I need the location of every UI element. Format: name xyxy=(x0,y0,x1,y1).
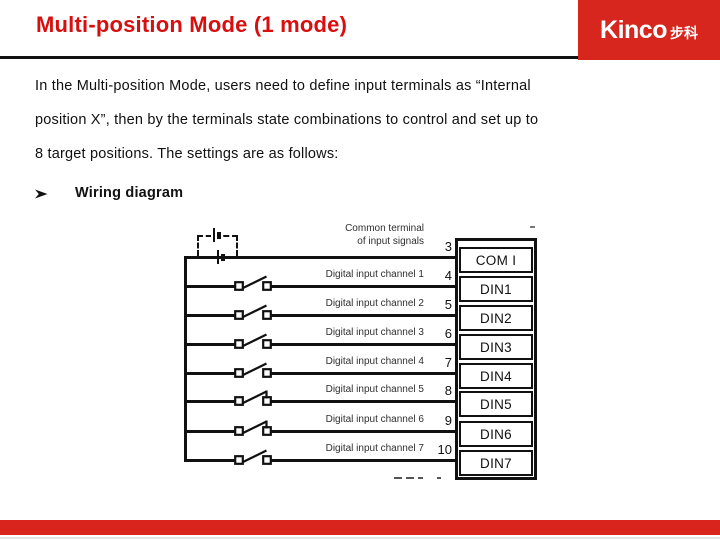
body-line: 8 target positions. The settings are as … xyxy=(35,146,339,162)
arrowhead-bullet-icon xyxy=(35,189,48,199)
switch-icon xyxy=(234,362,272,378)
common-terminal-line2: of input signals xyxy=(357,235,424,247)
body-paragraph: In the Multi-position Mode, users need t… xyxy=(35,69,675,171)
page-title: Multi-position Mode (1 mode) xyxy=(36,12,348,37)
body-line: position X”, then by the terminals state… xyxy=(35,112,539,128)
channel-label: Digital input channel 5 xyxy=(325,384,424,395)
header-divider xyxy=(0,56,720,59)
terminal-box: DIN2 xyxy=(459,305,533,331)
wire-line xyxy=(184,400,455,403)
common-terminal-line1: Common terminal xyxy=(345,223,424,234)
terminal-box: DIN6 xyxy=(459,421,533,447)
channel-label: Digital input channel 2 xyxy=(325,298,424,309)
pin-number: 8 xyxy=(444,383,452,398)
brand-name: Kinco xyxy=(600,15,667,44)
cropped-text-artifact xyxy=(418,477,423,479)
wire-line xyxy=(184,285,455,288)
wire-line xyxy=(184,430,455,433)
wire-line xyxy=(184,459,455,462)
terminal-box: DIN3 xyxy=(459,334,533,360)
wire-line xyxy=(184,343,455,346)
wiring-diagram: Common terminal of input signals 3 COM I… xyxy=(178,222,542,484)
body-line: In the Multi-position Mode, users need t… xyxy=(35,78,531,94)
switch-icon xyxy=(234,449,272,465)
terminal-box: DIN5 xyxy=(459,391,533,417)
terminal-box: DIN4 xyxy=(459,363,533,389)
terminal-box: DIN1 xyxy=(459,276,533,302)
bottom-hairline xyxy=(0,537,720,539)
channel-label: Digital input channel 3 xyxy=(325,327,424,338)
cropped-text-artifact xyxy=(406,477,414,479)
pin-number: 3 xyxy=(444,239,452,254)
pin-number: 10 xyxy=(437,442,452,457)
bullet-label: Wiring diagram xyxy=(75,185,184,201)
bullet-row: Wiring diagram xyxy=(35,185,183,201)
kinco-logo-text: Kinco 步科 xyxy=(600,16,698,45)
cropped-text-artifact xyxy=(530,226,535,228)
cropped-text-artifact xyxy=(437,477,441,479)
pin-number: 9 xyxy=(444,413,452,428)
switch-icon xyxy=(234,275,272,291)
cropped-text-artifact xyxy=(394,477,402,479)
wire-line xyxy=(184,372,455,375)
channel-label: Digital input channel 4 xyxy=(325,356,424,367)
bus-line xyxy=(184,256,187,462)
pin-number: 7 xyxy=(444,355,452,370)
common-terminal-label: Common terminal of input signals xyxy=(274,223,424,248)
pin-number: 4 xyxy=(444,268,452,283)
switch-icon xyxy=(234,304,272,320)
switch-icon xyxy=(234,420,272,436)
channel-label: Digital input channel 7 xyxy=(325,443,424,454)
pin-number: 5 xyxy=(444,297,452,312)
footer-accent-bar xyxy=(0,520,720,535)
pin-number: 6 xyxy=(444,326,452,341)
battery-icon xyxy=(213,228,215,242)
kinco-logo: Kinco 步科 xyxy=(578,0,720,60)
battery-icon xyxy=(217,231,221,239)
terminal-box: COM I xyxy=(459,247,533,273)
wire-line xyxy=(184,256,455,259)
switch-icon xyxy=(234,333,272,349)
brand-name-chinese: 步科 xyxy=(669,24,698,41)
terminal-box: DIN7 xyxy=(459,450,533,476)
channel-label: Digital input channel 6 xyxy=(325,414,424,425)
switch-icon xyxy=(234,390,272,406)
channel-label: Digital input channel 1 xyxy=(325,269,424,280)
wire-line xyxy=(184,314,455,317)
